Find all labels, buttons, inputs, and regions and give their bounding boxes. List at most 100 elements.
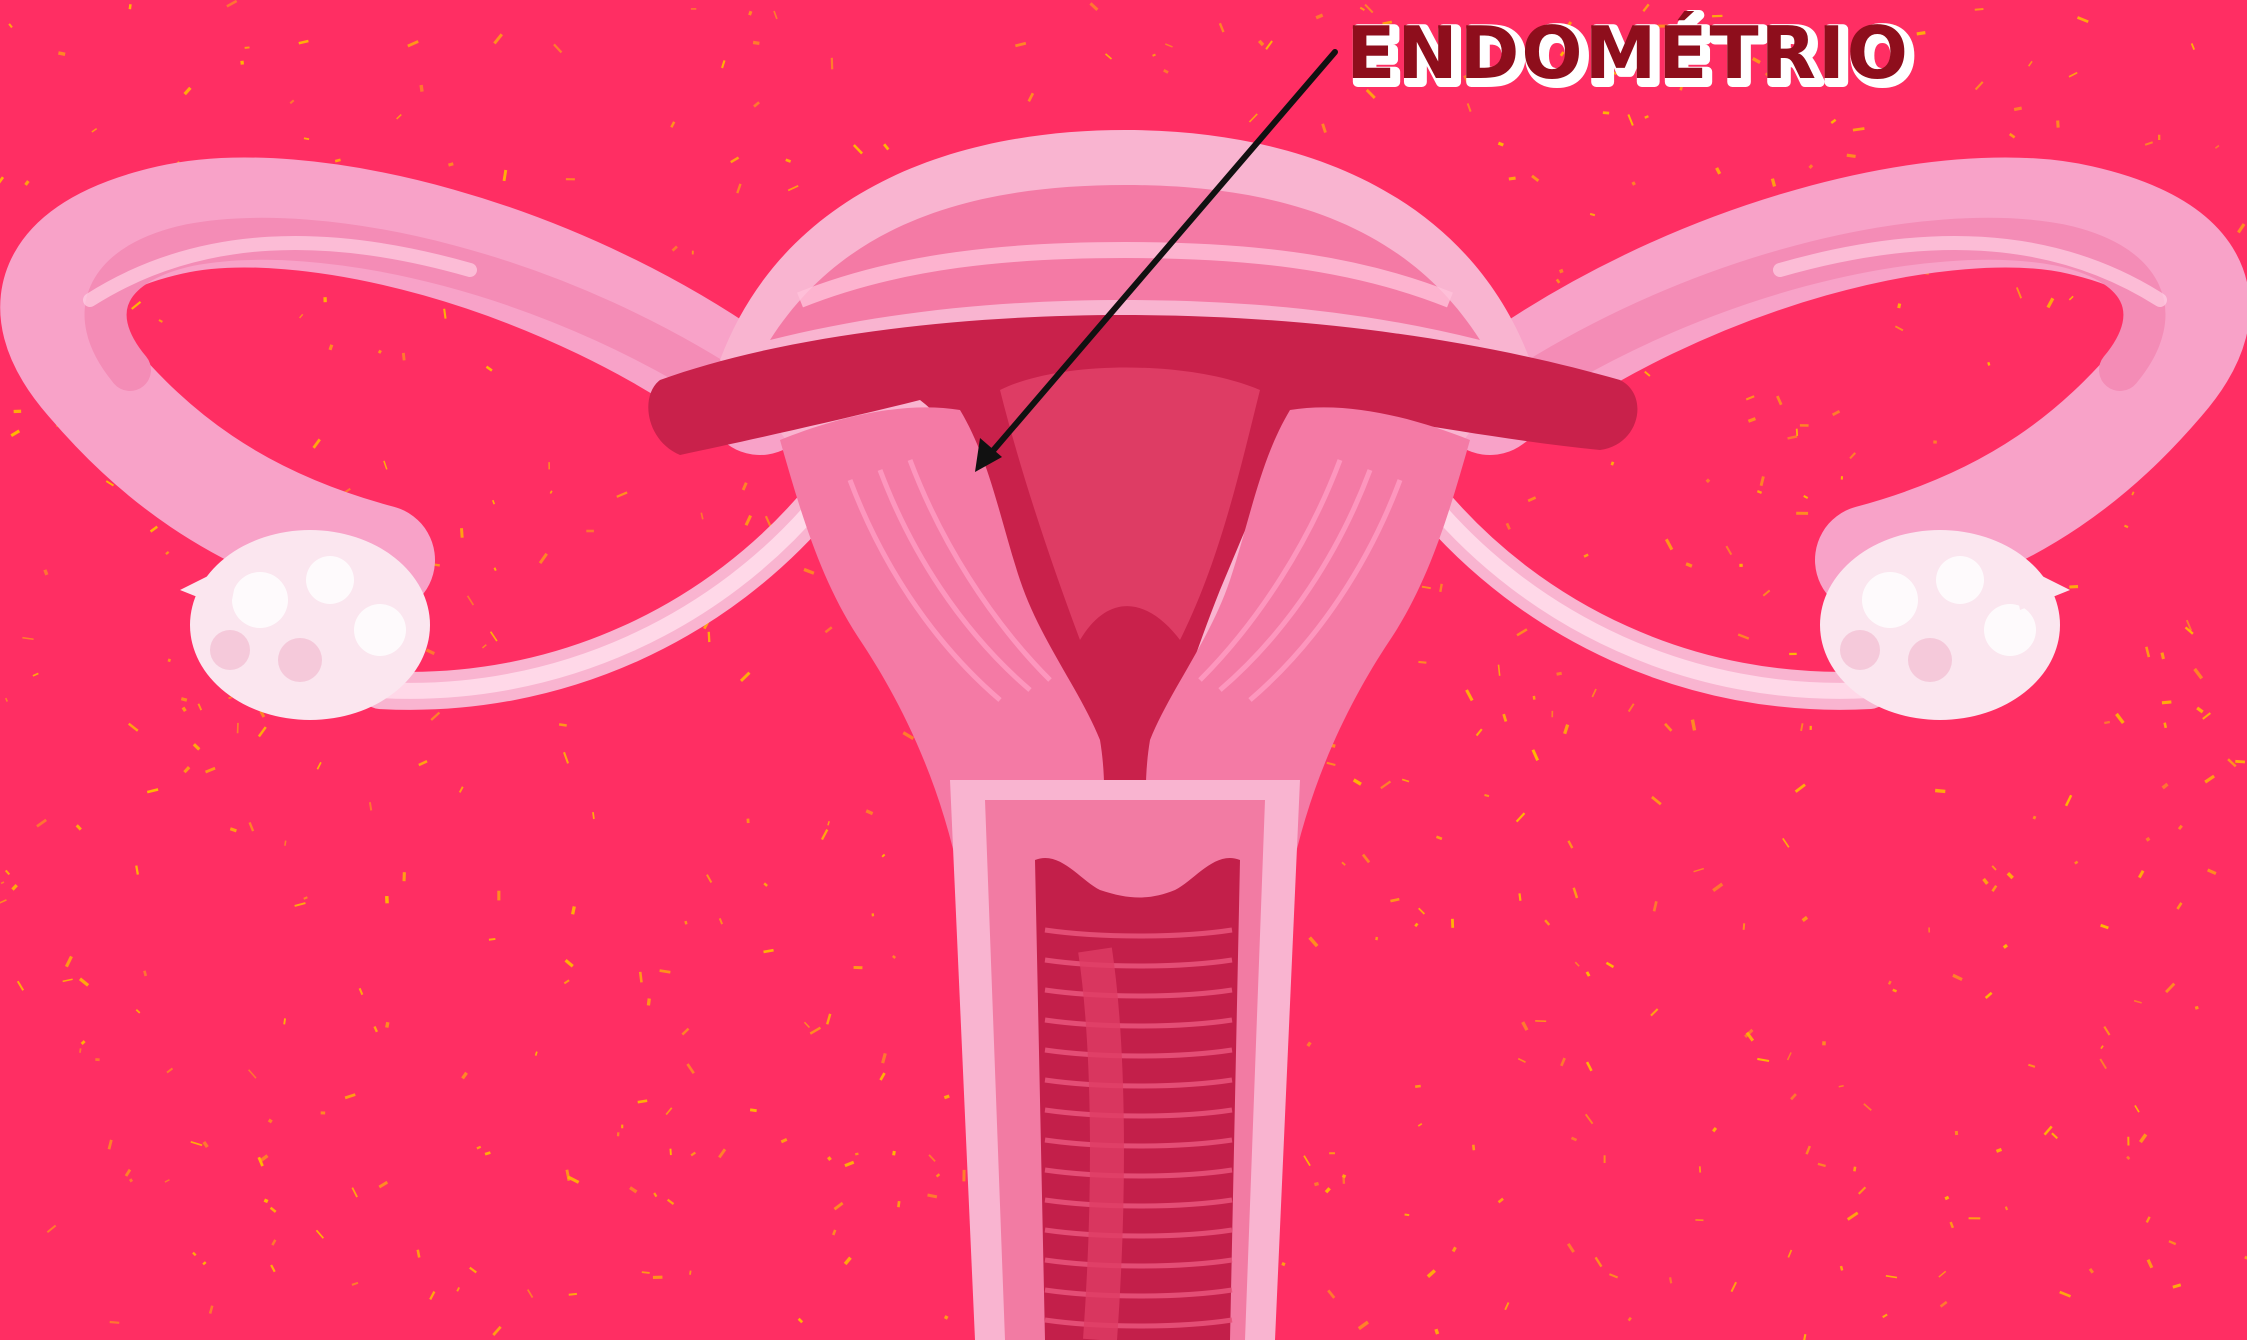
speckle — [2146, 1216, 2151, 1223]
speckle — [129, 1178, 133, 1182]
speckle — [1712, 1127, 1717, 1132]
speckle — [1847, 154, 1856, 158]
speckle — [2099, 1059, 2106, 1070]
speckle — [592, 812, 595, 819]
speckle — [183, 87, 191, 96]
speckle — [270, 1265, 276, 1273]
speckle — [2131, 491, 2134, 495]
speckle — [2134, 1105, 2140, 1113]
speckle — [1509, 177, 1516, 181]
speckle — [2016, 287, 2022, 298]
speckle — [1803, 1334, 1806, 1340]
speckle — [359, 988, 364, 995]
speckle — [1414, 923, 1418, 927]
speckle — [1586, 1062, 1593, 1072]
speckle — [258, 726, 267, 737]
speckle — [264, 1199, 269, 1204]
vagina — [950, 780, 1300, 1340]
speckle — [672, 246, 678, 252]
speckle — [719, 918, 723, 924]
speckle — [616, 491, 627, 498]
speckle — [927, 1194, 937, 1199]
speckle — [748, 11, 752, 16]
speckle — [936, 1173, 940, 1177]
speckle — [226, 0, 237, 8]
speckle — [202, 1261, 206, 1265]
speckle — [1776, 396, 1782, 406]
speckle — [2028, 1064, 2035, 1068]
speckle — [402, 353, 406, 361]
speckle — [742, 482, 748, 490]
speckle — [1853, 1166, 1856, 1171]
speckle — [1521, 1021, 1528, 1031]
speckle — [1315, 13, 1323, 19]
speckle — [2051, 1133, 2058, 1140]
speckle — [1567, 840, 1573, 848]
speckle — [564, 979, 570, 984]
speckle — [1831, 119, 1837, 124]
speckle — [108, 1140, 113, 1150]
speckle — [2059, 1291, 2071, 1298]
speckle — [271, 1239, 276, 1245]
speckle — [17, 981, 24, 991]
speckle — [730, 156, 739, 163]
speckle — [2100, 924, 2109, 929]
speckle — [1326, 762, 1335, 766]
speckle — [706, 874, 712, 883]
speckle — [22, 637, 33, 640]
speckle — [1627, 114, 1633, 126]
speckle — [1163, 69, 1169, 74]
fallopian-tube-right — [1430, 213, 2195, 691]
speckle — [1219, 23, 1225, 33]
speckle — [1472, 1145, 1475, 1151]
speckle — [2176, 902, 2182, 910]
speckle — [2056, 120, 2060, 127]
speckle — [539, 553, 548, 564]
speckle — [1152, 54, 1156, 57]
speckle — [2065, 795, 2072, 807]
speckle — [1840, 1266, 1844, 1271]
speckle — [1743, 923, 1746, 930]
speckle — [5, 698, 8, 702]
speckle — [853, 966, 862, 969]
speckle — [1628, 703, 1635, 712]
speckle — [1818, 1163, 1826, 1167]
speckle — [1556, 279, 1561, 284]
fallopian-tube-left — [55, 213, 820, 691]
speckle — [81, 1040, 86, 1045]
speckle — [1611, 461, 1615, 465]
speckle — [1985, 992, 1993, 999]
speckle — [0, 176, 4, 183]
speckle — [1362, 854, 1370, 864]
speckle — [407, 40, 419, 47]
speckle — [136, 1009, 141, 1014]
speckle — [827, 1156, 832, 1161]
speckle — [1606, 962, 1614, 968]
speckle — [565, 1170, 570, 1181]
speckle — [1451, 919, 1454, 928]
speckle — [299, 314, 303, 319]
speckle — [33, 673, 39, 677]
speckle — [396, 114, 402, 120]
speckle — [2047, 298, 2055, 309]
speckle — [2139, 1133, 2147, 1143]
speckle — [418, 760, 427, 766]
speckle — [1439, 584, 1443, 592]
speckle — [617, 1132, 620, 1136]
speckle — [2074, 861, 2078, 865]
speckle — [1944, 1196, 1949, 1200]
speckle — [492, 1326, 501, 1336]
speckle — [165, 551, 169, 555]
speckle — [230, 827, 237, 832]
speckle — [1484, 794, 1489, 797]
speckle — [1651, 796, 1662, 805]
speckle — [745, 515, 752, 526]
speckle — [191, 1141, 203, 1146]
speckle — [448, 162, 454, 166]
speckle — [1329, 1152, 1335, 1154]
speckle — [166, 1068, 173, 1074]
speckle — [181, 697, 187, 702]
speckle — [317, 762, 322, 770]
speckle — [486, 366, 493, 372]
speckle — [2235, 760, 2245, 763]
